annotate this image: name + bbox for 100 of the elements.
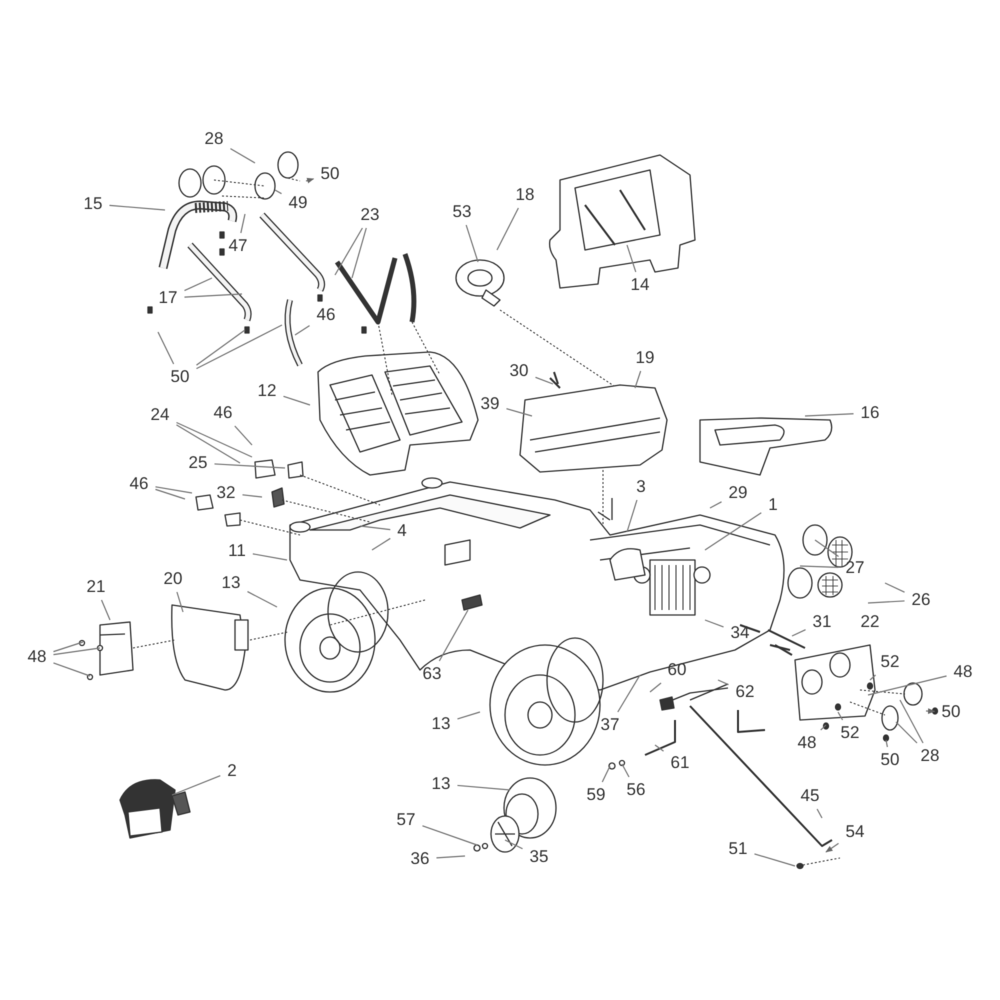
leader-line — [825, 842, 839, 852]
callout-number: 50 — [880, 750, 900, 770]
leader-line — [196, 330, 246, 366]
callout-number: 46 — [128, 474, 150, 494]
leader-line — [274, 189, 282, 194]
leader-line — [422, 825, 478, 846]
callout-number: 49 — [288, 193, 308, 213]
callout-number: 45 — [800, 786, 820, 806]
callout-number: 46 — [316, 305, 336, 325]
leader-line — [372, 538, 391, 550]
callout-number: 12 — [256, 381, 278, 401]
leader-line — [155, 488, 186, 500]
leader-line — [868, 600, 905, 604]
callout-number: 17 — [158, 288, 178, 308]
callout-number: 3 — [635, 477, 647, 497]
leader-line — [704, 512, 762, 550]
leader-line — [457, 711, 480, 720]
leader-line — [704, 619, 724, 628]
callout-number: 13 — [430, 774, 452, 794]
callout-number: 59 — [586, 785, 606, 805]
leader-line — [926, 708, 936, 714]
leader-line — [506, 408, 532, 417]
leader-line — [710, 501, 722, 509]
leader-line — [196, 324, 282, 370]
callout-number: 26 — [910, 590, 932, 610]
leader-line — [896, 722, 918, 744]
leader-line — [814, 540, 839, 557]
leader-line — [870, 674, 876, 680]
callout-number: 54 — [844, 822, 866, 842]
callout-number: 52 — [880, 652, 900, 672]
callout-number: 1 — [767, 495, 779, 515]
leader-line — [650, 682, 662, 692]
callout-number: 62 — [734, 682, 756, 702]
leader-line — [184, 293, 242, 298]
leader-line — [754, 853, 796, 867]
leader-line — [634, 370, 642, 388]
leader-line — [436, 855, 466, 858]
callout-number: 32 — [216, 483, 236, 503]
leader-line — [176, 422, 252, 458]
callout-number: 56 — [626, 780, 646, 800]
leader-line — [654, 744, 664, 752]
leader-line — [252, 553, 288, 561]
leader-line — [868, 675, 947, 696]
leader-line — [816, 808, 823, 818]
leader-line — [626, 500, 638, 532]
callout-number: 4 — [396, 521, 408, 541]
leader-line — [53, 641, 84, 652]
callout-number: 46 — [212, 403, 234, 423]
leader-line — [234, 426, 252, 446]
callout-number: 31 — [812, 612, 832, 632]
callout-number: 50 — [170, 367, 190, 387]
leader-line — [466, 224, 479, 262]
leader-line — [176, 424, 240, 464]
leader-line — [155, 486, 192, 494]
leader-line — [230, 148, 256, 164]
callout-number: 48 — [26, 647, 48, 667]
leader-line — [899, 700, 924, 744]
callout-number: 29 — [728, 483, 748, 503]
callout-number: 61 — [670, 753, 690, 773]
callout-number: 28 — [204, 129, 224, 149]
leader-line — [242, 494, 262, 498]
callout-number: 35 — [528, 847, 550, 867]
callout-number: 50 — [320, 164, 340, 184]
leader-line — [351, 228, 367, 278]
leader-line — [53, 662, 90, 677]
leader-line — [172, 775, 220, 796]
callout-number: 53 — [452, 202, 472, 222]
leader-line — [100, 600, 111, 620]
callout-number: 16 — [860, 403, 880, 423]
callout-number: 63 — [422, 664, 442, 684]
callout-number: 28 — [920, 746, 940, 766]
leader-line — [240, 214, 246, 234]
leader-line — [800, 565, 839, 568]
leader-line — [885, 740, 888, 748]
callout-number: 13 — [220, 573, 242, 593]
leader-line — [718, 679, 729, 686]
leader-line — [792, 629, 806, 637]
leader-line — [294, 325, 310, 336]
leader-line — [334, 228, 363, 276]
callout-number: 50 — [940, 702, 962, 722]
callout-number: 47 — [228, 236, 248, 256]
callout-number: 25 — [188, 453, 208, 473]
callout-number: 18 — [514, 185, 536, 205]
leader-line — [626, 244, 636, 272]
callout-number: 30 — [508, 361, 530, 381]
leader-line — [804, 413, 854, 417]
callout-number: 57 — [396, 810, 416, 830]
leader-line — [109, 204, 166, 211]
callout-number: 24 — [150, 405, 170, 425]
leader-line — [184, 277, 212, 292]
callout-number: 14 — [630, 275, 650, 295]
callout-number: 20 — [162, 569, 184, 589]
callout-number: 51 — [728, 839, 748, 859]
callout-number: 37 — [600, 715, 620, 735]
callout-number: 15 — [82, 194, 104, 214]
leader-line — [535, 376, 554, 385]
callout-number: 2 — [226, 761, 238, 781]
leader-line — [306, 178, 314, 184]
leader-line — [820, 724, 826, 730]
leader-line — [837, 712, 844, 720]
